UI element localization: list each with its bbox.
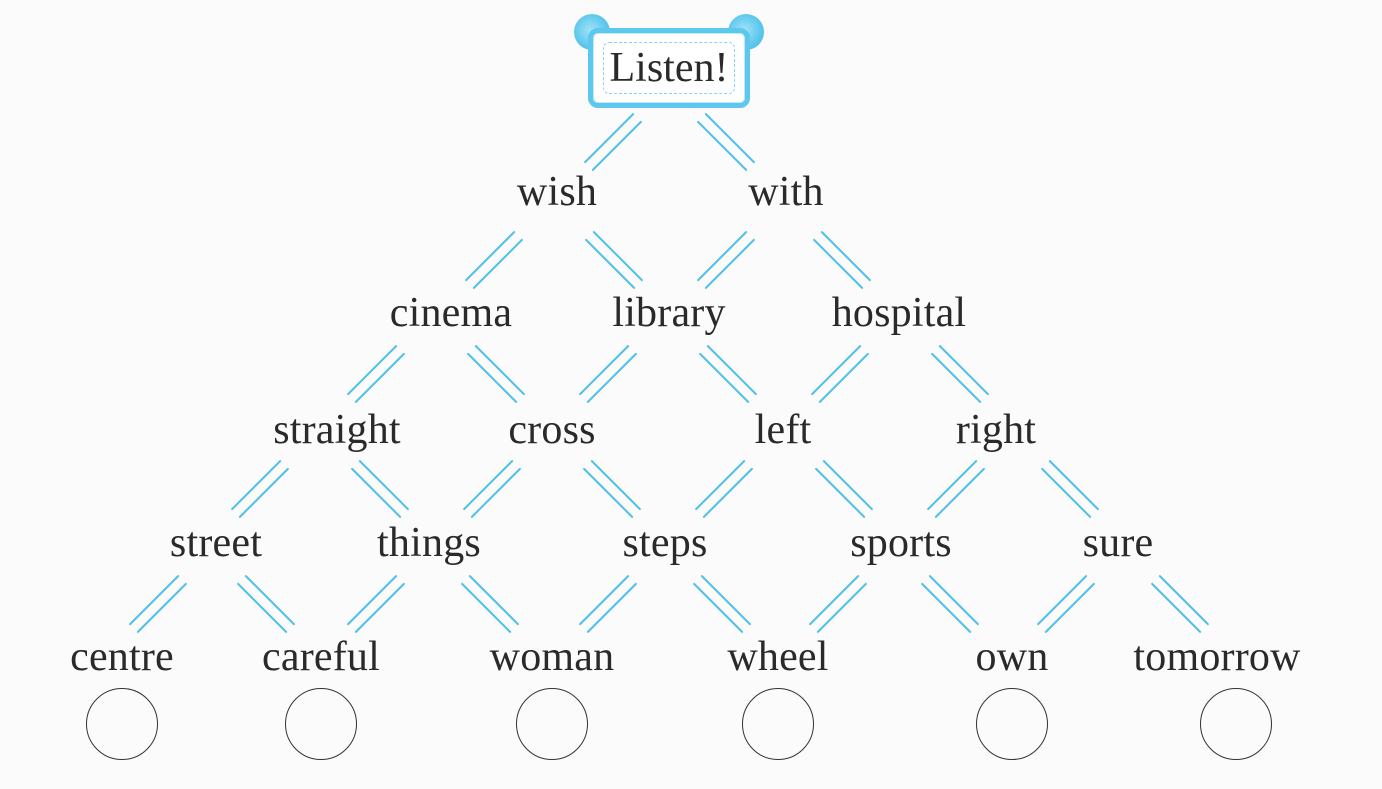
connector-double-line-27 [809,575,867,633]
word-street: street [169,520,263,566]
word-cross: cross [508,407,596,453]
connector-double-line-30 [1151,575,1209,633]
connector-double-line-22 [237,575,295,633]
connector-double-line-6 [813,231,871,289]
word-centre: centre [70,634,174,680]
word-woman: woman [489,634,615,680]
word-right: right [955,407,1037,453]
connector-double-line-18 [815,460,873,518]
connector-double-line-26 [693,575,751,633]
connector-double-line-14 [351,460,409,518]
connector-double-line-21 [129,575,187,633]
connector-double-line-24 [461,575,519,633]
word-straight: straight [273,407,401,453]
word-library: library [612,290,726,336]
connector-double-line-10 [699,345,757,403]
connector-double-line-29 [1037,575,1095,633]
word-cinema: cinema [389,290,513,336]
connector-double-line-9 [579,345,637,403]
answer-circle-6[interactable] [1200,688,1272,760]
word-hospital: hospital [831,290,967,336]
connector-double-line-12 [931,345,989,403]
connector-double-line-25 [579,575,637,633]
connector-double-line-1 [584,113,642,171]
title-text: Listen! [609,45,729,91]
connector-double-line-4 [585,231,643,289]
answer-circle-3[interactable] [516,688,588,760]
connector-double-line-23 [347,575,405,633]
connector-double-line-17 [695,460,753,518]
answer-circle-5[interactable] [976,688,1048,760]
connector-double-line-7 [347,345,405,403]
connector-double-line-5 [697,231,755,289]
connector-double-line-20 [1041,460,1099,518]
connector-double-line-15 [463,460,521,518]
answer-circle-2[interactable] [285,688,357,760]
word-steps: steps [622,520,708,566]
word-things: things [377,520,481,566]
answer-circle-4[interactable] [742,688,814,760]
connector-double-line-19 [927,460,985,518]
word-sports: sports [850,520,952,566]
connector-double-line-11 [811,345,869,403]
word-tomorrow: tomorrow [1133,634,1301,680]
word-sure: sure [1082,520,1154,566]
connector-double-line-16 [583,460,641,518]
title-frame [588,28,750,108]
listen-title-box: Listen! [574,14,764,108]
word-with: with [748,169,824,215]
title-dashed-border [603,42,735,94]
connector-double-line-2 [697,113,755,171]
word-wheel: wheel [727,634,829,680]
word-wish: wish [516,169,598,215]
word-left: left [754,407,812,453]
word-careful: careful [262,634,380,680]
connector-double-line-28 [921,575,979,633]
connector-double-line-13 [231,460,289,518]
connector-double-line-3 [465,231,523,289]
word-own: own [975,634,1049,680]
answer-circle-1[interactable] [86,688,158,760]
connector-double-line-8 [467,345,525,403]
